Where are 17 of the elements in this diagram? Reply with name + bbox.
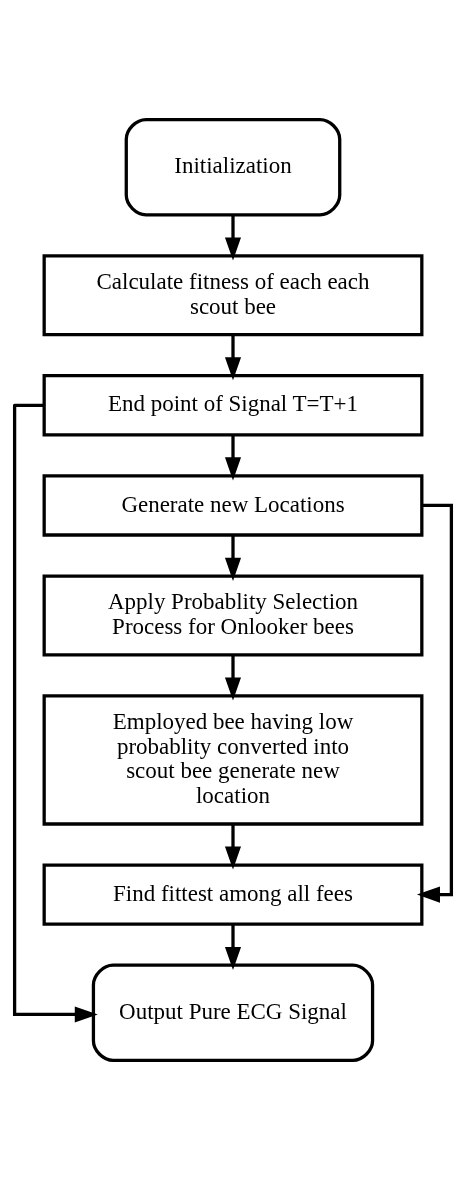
- node-box: End point of Signal T=T+1: [42, 373, 424, 436]
- node-box: Employed bee having low probablity converted into scout bee generate new location: [42, 693, 424, 826]
- node-box: Output Pure ECG Signal: [91, 963, 375, 1062]
- arrow: [224, 334, 242, 380]
- node-box: Initialization: [124, 117, 342, 216]
- arrow: [12, 403, 98, 1022]
- node-box: Generate new Locations: [42, 473, 424, 537]
- node-box: Calculate fitness of each each scout bee: [42, 253, 424, 336]
- arrow: [224, 823, 242, 869]
- node-box: Find fittest among all fees: [42, 862, 424, 926]
- arrow: [224, 535, 242, 581]
- arrow: [224, 923, 242, 970]
- arrow: [224, 654, 242, 700]
- arrow: [224, 434, 242, 480]
- node-box: Apply Probablity Selection Process for Onlooker bees: [42, 573, 424, 656]
- arrow: [416, 503, 454, 903]
- arrow: [224, 214, 242, 260]
